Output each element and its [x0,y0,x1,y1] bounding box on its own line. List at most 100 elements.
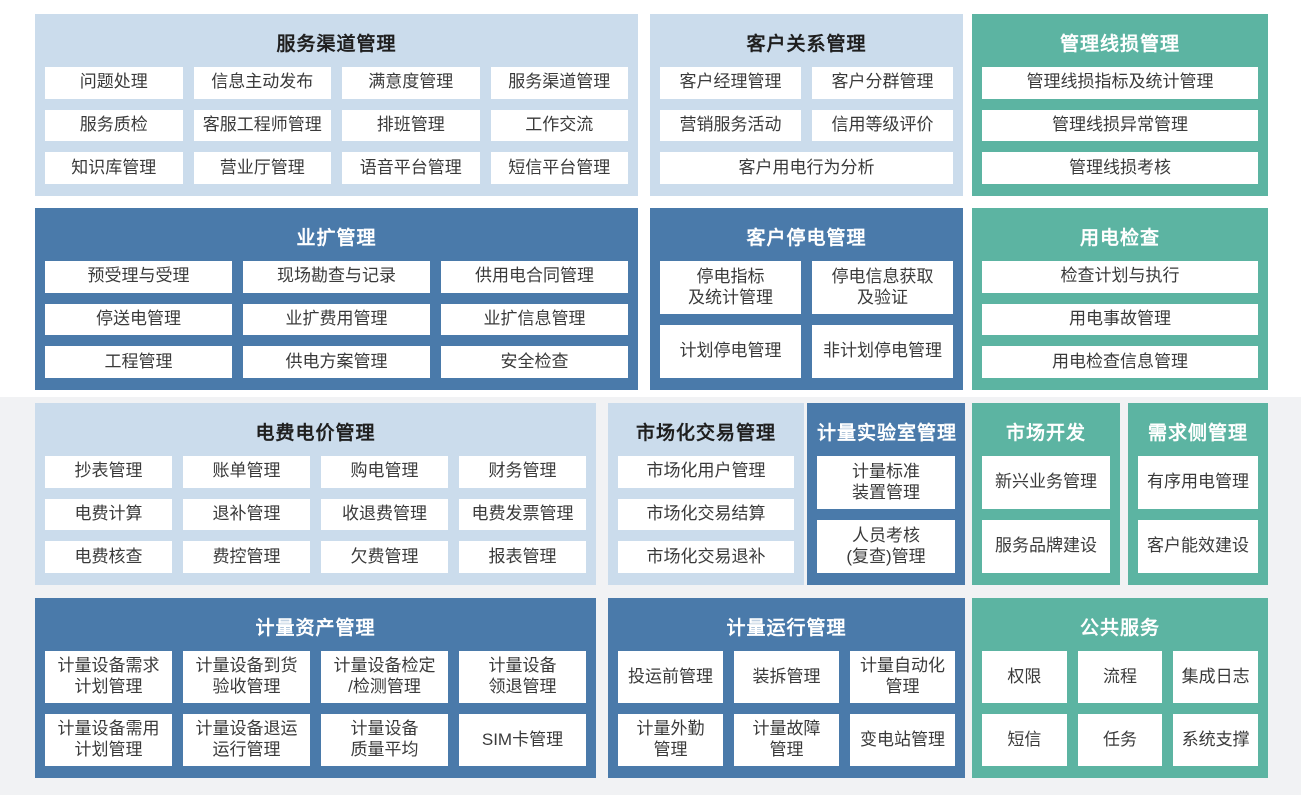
module-item: 计划停电管理 [660,325,801,378]
module-item: 客户分群管理 [812,67,953,99]
panel-title-market-development: 市场开发 [1005,423,1086,444]
module-item: 流程 [1077,651,1163,703]
module-item: 计量故障 管理 [734,714,839,766]
module-item: 退补管理 [183,498,310,531]
module-item: 业扩费用管理 [243,303,430,336]
panel-market-trade-mgmt: 市场化交易管理市场化用户管理市场化交易结算市场化交易退补 [608,403,804,585]
module-item: 账单管理 [183,456,310,488]
module-item: 工作交流 [490,109,628,142]
module-item: 财务管理 [459,456,586,488]
panel-body: 管理线损指标及统计管理管理线损异常管理管理线损考核 [982,67,1258,184]
module-item: 服务渠道管理 [490,67,628,99]
module-item: 报表管理 [459,541,586,573]
module-item: 计量设备到货 验收管理 [183,651,310,703]
module-item: 市场化交易结算 [618,498,794,531]
module-item: 客户用电行为分析 [660,152,953,184]
module-item: 非计划停电管理 [812,325,953,378]
module-item: 计量自动化 管理 [850,651,955,703]
panel-title-power-use-inspection: 用电检查 [1079,228,1160,249]
module-item: 现场勘查与记录 [243,261,430,293]
panel-body: 投运前管理装拆管理计量自动化 管理计量外勤 管理计量故障 管理变电站管理 [618,651,955,766]
module-item: 系统支撑 [1173,714,1258,766]
module-item: 收退费管理 [321,498,448,531]
module-item: 有序用电管理 [1138,456,1258,509]
module-item: 语音平台管理 [342,152,480,184]
panel-title-billing-price-mgmt: 电费电价管理 [255,423,376,444]
module-item: 检查计划与执行 [982,261,1258,293]
module-item: 知识库管理 [45,152,183,184]
module-item: 业扩信息管理 [441,303,628,336]
panel-metering-asset-mgmt: 计量资产管理计量设备需求 计划管理计量设备到货 验收管理计量设备检定 /检测管理… [35,598,596,778]
module-item: 服务品牌建设 [982,520,1110,573]
module-item: 客户经理管理 [660,67,801,99]
panel-title-public-services: 公共服务 [1079,618,1160,639]
module-item: 计量设备检定 /检测管理 [321,651,448,703]
module-item: 预受理与受理 [45,261,232,293]
module-item: 信用等级评价 [812,109,953,142]
module-item: 电费计算 [45,498,172,531]
module-item: 装拆管理 [734,651,839,703]
module-item: 用电事故管理 [982,303,1258,336]
panel-power-use-inspection: 用电检查检查计划与执行用电事故管理用电检查信息管理 [972,208,1268,390]
module-item: 投运前管理 [618,651,723,703]
panel-public-services: 公共服务权限流程集成日志短信任务系统支撑 [972,598,1268,778]
module-item: 排班管理 [342,109,480,142]
panel-title-customer-outage-mgmt: 客户停电管理 [746,228,867,249]
module-item: 权限 [982,651,1067,703]
panel-body: 检查计划与执行用电事故管理用电检查信息管理 [982,261,1258,378]
panel-body: 计量标准 装置管理人员考核 (复查)管理 [817,456,955,573]
panel-body: 权限流程集成日志短信任务系统支撑 [982,651,1258,766]
module-item: 信息主动发布 [193,67,331,99]
module-item: 停电信息获取 及验证 [812,261,953,314]
panel-body: 计量设备需求 计划管理计量设备到货 验收管理计量设备检定 /检测管理计量设备 领… [45,651,586,766]
panel-metering-lab-mgmt: 计量实验室管理计量标准 装置管理人员考核 (复查)管理 [807,403,965,585]
module-item: 费控管理 [183,541,310,573]
module-item: 市场化交易退补 [618,541,794,573]
panel-line-loss-mgmt: 管理线损管理管理线损指标及统计管理管理线损异常管理管理线损考核 [972,14,1268,196]
panel-market-development: 市场开发新兴业务管理服务品牌建设 [972,403,1120,585]
module-item: 抄表管理 [45,456,172,488]
module-item: 计量设备退运 运行管理 [183,714,310,766]
panel-body: 问题处理信息主动发布满意度管理服务渠道管理服务质检客服工程师管理排班管理工作交流… [45,67,628,184]
module-item: 人员考核 (复查)管理 [817,520,955,573]
panel-customer-outage-mgmt: 客户停电管理停电指标 及统计管理停电信息获取 及验证计划停电管理非计划停电管理 [650,208,963,390]
module-item: 电费发票管理 [459,498,586,531]
module-item: 短信 [982,714,1067,766]
module-item: 变电站管理 [850,714,955,766]
panel-body: 抄表管理账单管理购电管理财务管理电费计算退补管理收退费管理电费发票管理电费核查费… [45,456,586,573]
module-item: 管理线损考核 [982,152,1258,184]
panel-title-customer-relation-mgmt: 客户关系管理 [746,34,867,55]
module-item: 停电指标 及统计管理 [660,261,801,314]
panel-body: 有序用电管理客户能效建设 [1138,456,1258,573]
module-item: 满意度管理 [342,67,480,99]
module-item: 计量设备 质量平均 [321,714,448,766]
module-item: 营销服务活动 [660,109,801,142]
module-item: 管理线损异常管理 [982,109,1258,142]
panel-billing-price-mgmt: 电费电价管理抄表管理账单管理购电管理财务管理电费计算退补管理收退费管理电费发票管… [35,403,596,585]
panel-title-service-channel-mgmt: 服务渠道管理 [276,34,397,55]
panel-demand-side-mgmt: 需求侧管理有序用电管理客户能效建设 [1128,403,1268,585]
module-item: 任务 [1077,714,1163,766]
module-item: 集成日志 [1173,651,1258,703]
panel-body: 市场化用户管理市场化交易结算市场化交易退补 [618,456,794,573]
module-item: 供用电合同管理 [441,261,628,293]
panel-body: 客户经理管理客户分群管理营销服务活动信用等级评价客户用电行为分析 [660,67,953,184]
panel-customer-relation-mgmt: 客户关系管理客户经理管理客户分群管理营销服务活动信用等级评价客户用电行为分析 [650,14,963,196]
panel-title-business-expansion-mgmt: 业扩管理 [296,228,377,249]
module-item: 用电检查信息管理 [982,346,1258,378]
module-item: 电费核查 [45,541,172,573]
module-item: 市场化用户管理 [618,456,794,488]
panel-metering-operation-mgmt: 计量运行管理投运前管理装拆管理计量自动化 管理计量外勤 管理计量故障 管理变电站… [608,598,965,778]
module-item: 计量标准 装置管理 [817,456,955,509]
panel-title-line-loss-mgmt: 管理线损管理 [1059,34,1180,55]
module-item: 短信平台管理 [490,152,628,184]
module-item: 计量设备需用 计划管理 [45,714,172,766]
module-item: 计量设备需求 计划管理 [45,651,172,703]
module-item: 服务质检 [45,109,183,142]
module-item: 客户能效建设 [1138,520,1258,573]
module-item: SIM卡管理 [459,714,586,766]
module-item: 客服工程师管理 [193,109,331,142]
module-item: 安全检查 [441,346,628,378]
panel-body: 预受理与受理现场勘查与记录供用电合同管理停送电管理业扩费用管理业扩信息管理工程管… [45,261,628,378]
